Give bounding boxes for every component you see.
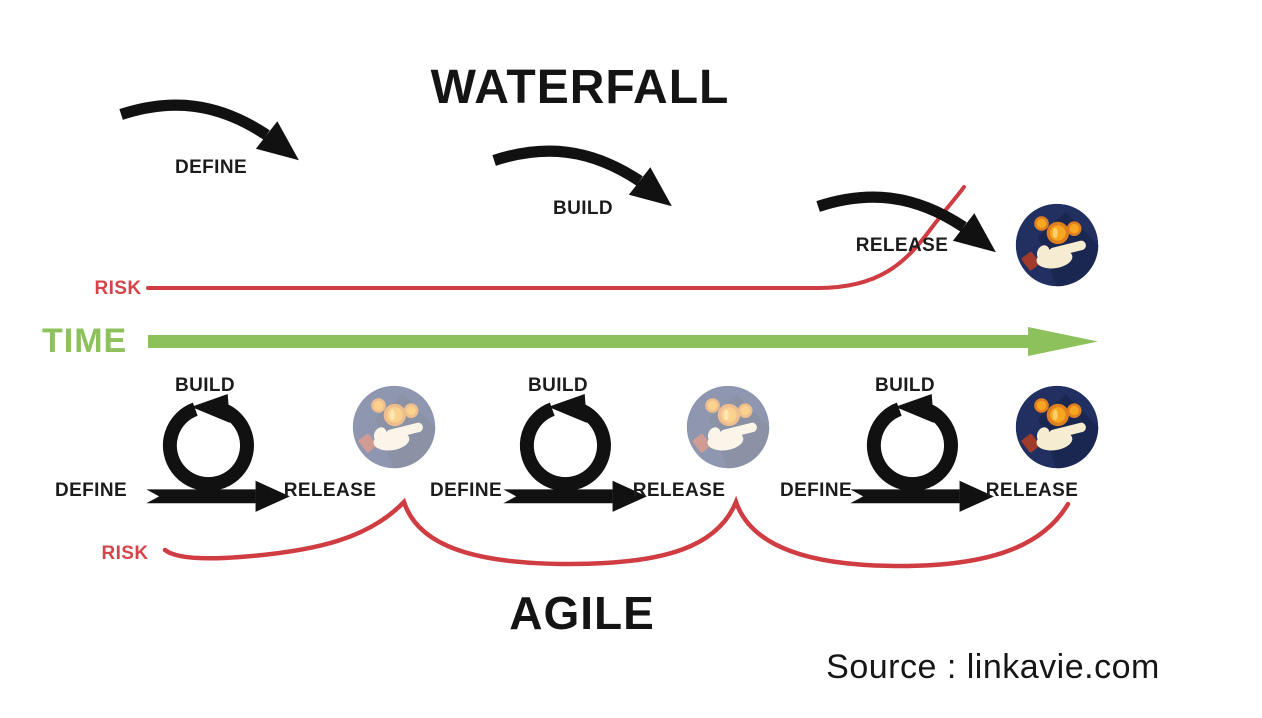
agile-cycle1-define-label: DEFINE bbox=[54, 480, 128, 501]
agile-cycle1-loop-arrow-icon bbox=[142, 394, 292, 514]
agile-cycle3-build-label: BUILD bbox=[874, 375, 936, 396]
waterfall-define-label: DEFINE bbox=[174, 157, 248, 178]
agile-cycle2-release-label: RELEASE bbox=[632, 480, 726, 501]
agile-cycle2-loop-arrow-icon bbox=[499, 394, 649, 514]
agile-cycle2-build-label: BUILD bbox=[527, 375, 589, 396]
waterfall-risk-label: RISK bbox=[94, 278, 142, 299]
agile-cycle3-define-label: DEFINE bbox=[779, 480, 853, 501]
agile-title: AGILE bbox=[509, 587, 655, 639]
source-credit: Source : linkavie.com bbox=[826, 648, 1160, 686]
agile-cycle2-define-label: DEFINE bbox=[429, 480, 503, 501]
waterfall-title: WATERFALL bbox=[430, 61, 730, 114]
waterfall-release-label: RELEASE bbox=[855, 235, 949, 256]
agile-cycle3-release-label: RELEASE bbox=[985, 480, 1079, 501]
agile-cycle3-loop-arrow-icon bbox=[846, 394, 996, 514]
agile-risk-label: RISK bbox=[101, 543, 149, 564]
agile-cycle1-release-label: RELEASE bbox=[283, 480, 377, 501]
time-label: TIME bbox=[42, 322, 128, 360]
waterfall-build-label: BUILD bbox=[552, 198, 614, 219]
waterfall-money-icon bbox=[1014, 202, 1100, 288]
agile-money-icon-faded-2 bbox=[685, 384, 771, 470]
agile-cycle1-build-label: BUILD bbox=[174, 375, 236, 396]
agile-money-icon-3 bbox=[1014, 384, 1100, 470]
agile-money-icon-faded-1 bbox=[351, 384, 437, 470]
